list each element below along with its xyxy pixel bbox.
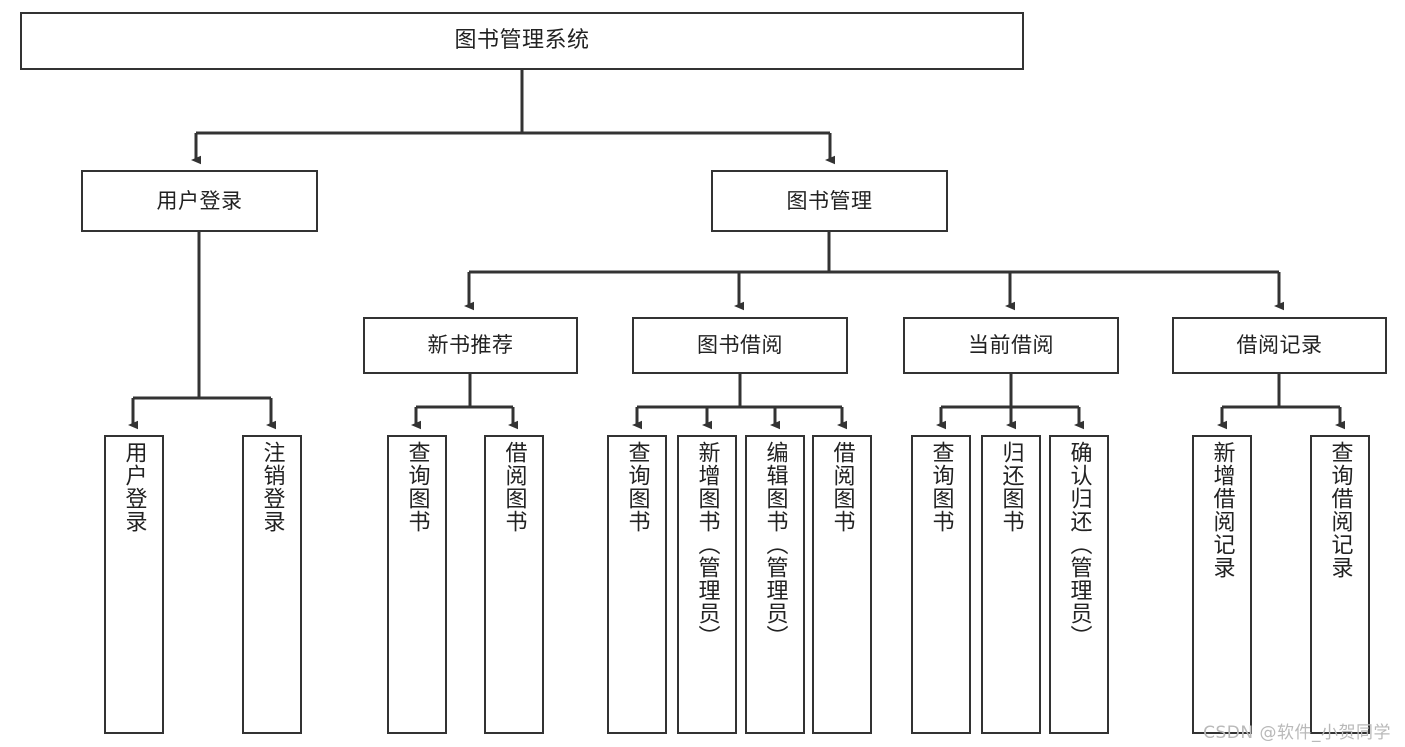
leaf-user-logout[interactable]: 注销登录	[242, 435, 302, 734]
node-label: 查询图书	[624, 441, 650, 533]
leaf-current-query-book[interactable]: 查询图书	[911, 435, 971, 734]
node-label: 确认归还（管理员）	[1066, 441, 1092, 648]
node-label: 查询图书	[928, 441, 954, 533]
node-label: 新增借阅记录	[1209, 441, 1235, 579]
leaf-records-query-record[interactable]: 查询借阅记录	[1310, 435, 1370, 734]
node-borrow-records[interactable]: 借阅记录	[1172, 317, 1387, 374]
node-label: 用户登录	[156, 188, 243, 213]
node-label: 当前借阅	[968, 333, 1054, 358]
node-label: 用户登录	[121, 441, 147, 533]
node-label: 新增图书（管理员）	[694, 441, 720, 648]
node-root-system[interactable]: 图书管理系统	[20, 12, 1024, 70]
node-book-borrow[interactable]: 图书借阅	[632, 317, 848, 374]
leaf-borrow-query-book[interactable]: 查询图书	[607, 435, 667, 734]
node-book-management[interactable]: 图书管理	[711, 170, 948, 232]
node-current-borrow[interactable]: 当前借阅	[903, 317, 1119, 374]
leaf-current-confirm-return-admin[interactable]: 确认归还（管理员）	[1049, 435, 1109, 734]
node-new-book-recommend[interactable]: 新书推荐	[363, 317, 578, 374]
leaf-user-login[interactable]: 用户登录	[104, 435, 164, 734]
leaf-records-add-record[interactable]: 新增借阅记录	[1192, 435, 1252, 734]
node-label: 注销登录	[259, 441, 285, 533]
node-label: 新书推荐	[427, 333, 514, 358]
leaf-borrow-borrow-book[interactable]: 借阅图书	[812, 435, 872, 734]
leaf-current-return-book[interactable]: 归还图书	[981, 435, 1041, 734]
node-label: 图书借阅	[697, 333, 783, 358]
leaf-borrow-add-book-admin[interactable]: 新增图书（管理员）	[677, 435, 737, 734]
node-label: 查询借阅记录	[1327, 441, 1353, 579]
node-user-login[interactable]: 用户登录	[81, 170, 318, 232]
node-label: 查询图书	[404, 441, 430, 533]
leaf-new-book-query-book[interactable]: 查询图书	[387, 435, 447, 734]
node-label: 借阅记录	[1236, 333, 1323, 358]
leaf-borrow-edit-book-admin[interactable]: 编辑图书（管理员）	[745, 435, 805, 734]
node-label: 图书管理	[786, 188, 873, 213]
node-label: 借阅图书	[829, 441, 855, 533]
node-label: 编辑图书（管理员）	[762, 441, 788, 648]
csdn-watermark: CSDN @软件_小贺同学	[1203, 723, 1391, 743]
leaf-new-book-borrow-book[interactable]: 借阅图书	[484, 435, 544, 734]
node-label: 借阅图书	[501, 441, 527, 533]
node-label: 归还图书	[998, 441, 1024, 533]
node-label: 图书管理系统	[454, 28, 590, 54]
